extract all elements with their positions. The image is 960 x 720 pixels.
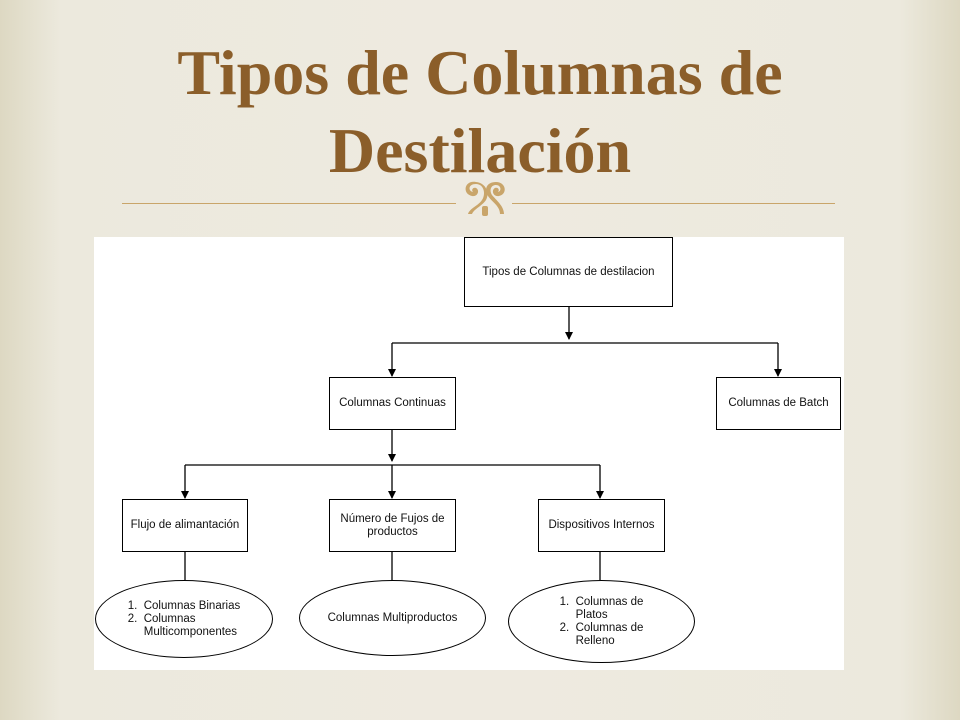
list-item: 2.Columnas Multicomponentes (127, 612, 238, 638)
node-feed-flow: Flujo de alimantación (122, 499, 248, 552)
result-feed-columns: 1.Columnas Binarias 2.Columnas Multicomp… (95, 580, 273, 658)
list-item: 2.Columnas de Relleno (559, 621, 644, 647)
node-internal-devices: Dispositivos Internos (538, 499, 665, 552)
diagram-panel: Tipos de Columnas de destilacion Columna… (94, 237, 844, 670)
internals-result-list: 1.Columnas de Platos 2.Columnas de Relle… (560, 596, 644, 648)
title-line-1: Tipos de Columnas de (177, 37, 783, 108)
list-item: 1.Columnas de Platos (559, 595, 644, 621)
result-internal-columns: 1.Columnas de Platos 2.Columnas de Relle… (508, 580, 695, 663)
node-root: Tipos de Columnas de destilacion (464, 237, 673, 307)
title-line-2: Destilación (328, 115, 632, 186)
title-divider-left (122, 203, 456, 204)
fleur-ornament-icon (465, 181, 505, 216)
node-continuous-columns: Columnas Continuas (329, 377, 456, 430)
node-batch-columns: Columnas de Batch (716, 377, 841, 430)
node-product-streams: Número de Fujos de productos (329, 499, 456, 552)
result-product-columns: Columnas Multiproductos (299, 580, 486, 656)
list-item: 1.Columnas Binarias (127, 599, 241, 612)
title-divider-right (512, 203, 835, 204)
feed-result-list: 1.Columnas Binarias 2.Columnas Multicomp… (128, 600, 241, 639)
slide-title: Tipos de Columnas de Destilación (100, 34, 860, 190)
diagram-connectors (181, 307, 782, 580)
